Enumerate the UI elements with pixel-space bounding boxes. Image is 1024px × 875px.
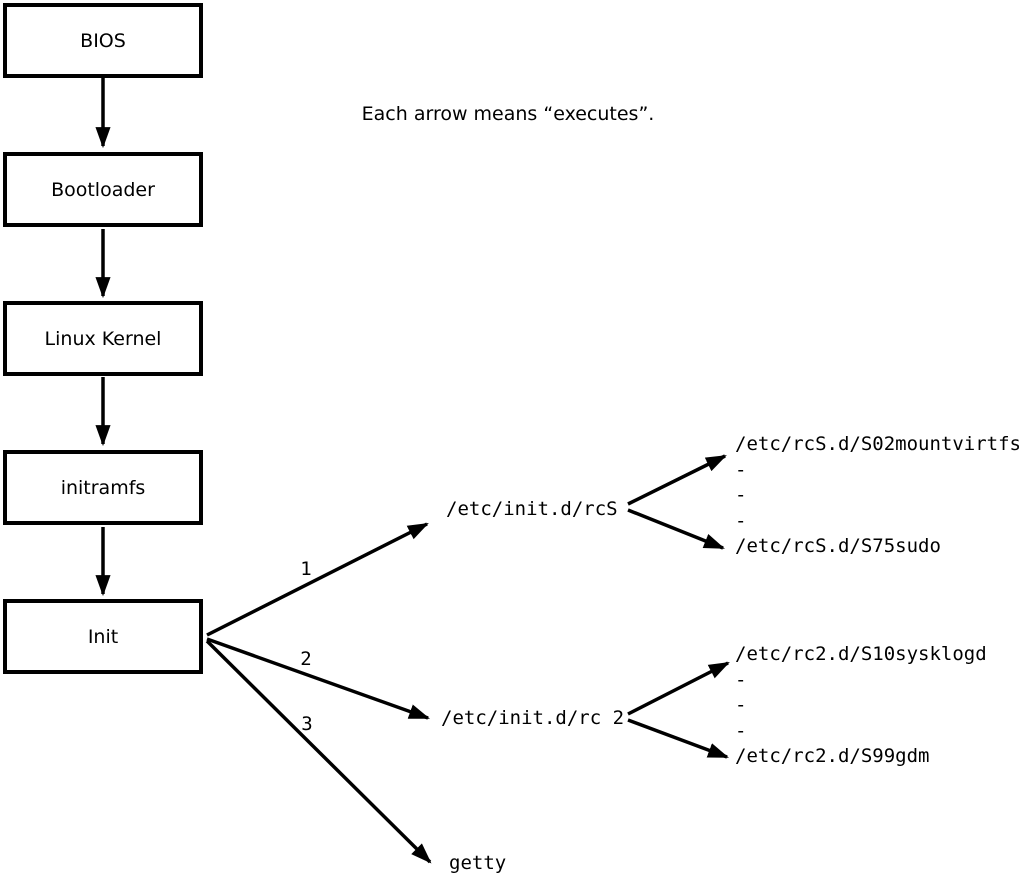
rcs-list-line-1: /etc/rcS.d/S02mountvirtfs: [735, 433, 1021, 455]
rcs-list-line-3: -: [735, 484, 746, 506]
note-text: Each arrow means “executes”.: [362, 103, 655, 125]
chain-node-initramfs: initramfs: [3, 450, 203, 525]
arrow-init-to-getty: [205, 639, 432, 864]
arrow-init-to-rcs: [206, 522, 429, 637]
rc2-list-line-3: -: [735, 694, 746, 716]
rc2-list-line-2: -: [735, 669, 746, 691]
arrow-rcs-to-s02mountvirtfs: [627, 454, 727, 506]
rc2-script-label: /etc/init.d/rc 2: [441, 707, 624, 729]
arrow-init-to-rc2: [206, 637, 430, 720]
bootloader-box: [3, 152, 203, 227]
arrow-rcs-to-s75sudo: [627, 508, 725, 550]
getty-label: getty: [449, 852, 506, 874]
arrow-rc2-to-s10sysklogd: [627, 661, 730, 716]
linux-kernel-label: Linux Kernel: [45, 328, 162, 350]
bios-box: [3, 3, 203, 78]
init-label: Init: [88, 626, 118, 648]
rcs-list-line-2: -: [735, 459, 746, 481]
branch-3-number: 3: [301, 713, 312, 735]
chain-node-bootloader: Bootloader: [3, 152, 203, 227]
rcs-list-line-4: -: [735, 510, 746, 532]
rc2-script-list: /etc/rc2.d/S10sysklogd - - - /etc/rc2.d/…: [735, 643, 987, 767]
rc2-list-line-1: /etc/rc2.d/S10sysklogd: [735, 643, 987, 665]
rc2-list-line-5: /etc/rc2.d/S99gdm: [735, 745, 929, 767]
rcs-list-line-5: /etc/rcS.d/S75sudo: [735, 535, 941, 557]
init-box: [3, 599, 203, 674]
branch-2-number: 2: [300, 648, 311, 670]
rc2-list-line-4: -: [735, 720, 746, 742]
chain-node-linux-kernel: Linux Kernel: [3, 301, 203, 376]
bios-label: BIOS: [80, 30, 126, 52]
branch-1-number: 1: [300, 558, 311, 580]
initramfs-label: initramfs: [61, 477, 146, 499]
bootloader-label: Bootloader: [51, 179, 155, 201]
initramfs-box: [3, 450, 203, 525]
arrow-rc2-to-s99gdm: [627, 718, 729, 759]
linux-kernel-box: [3, 301, 203, 376]
rcs-script-label: /etc/init.d/rcS: [446, 498, 618, 520]
chain-node-init: Init: [3, 599, 203, 674]
chain-node-bios: BIOS: [3, 3, 203, 78]
rcs-script-list: /etc/rcS.d/S02mountvirtfs - - - /etc/rcS…: [735, 433, 1021, 557]
